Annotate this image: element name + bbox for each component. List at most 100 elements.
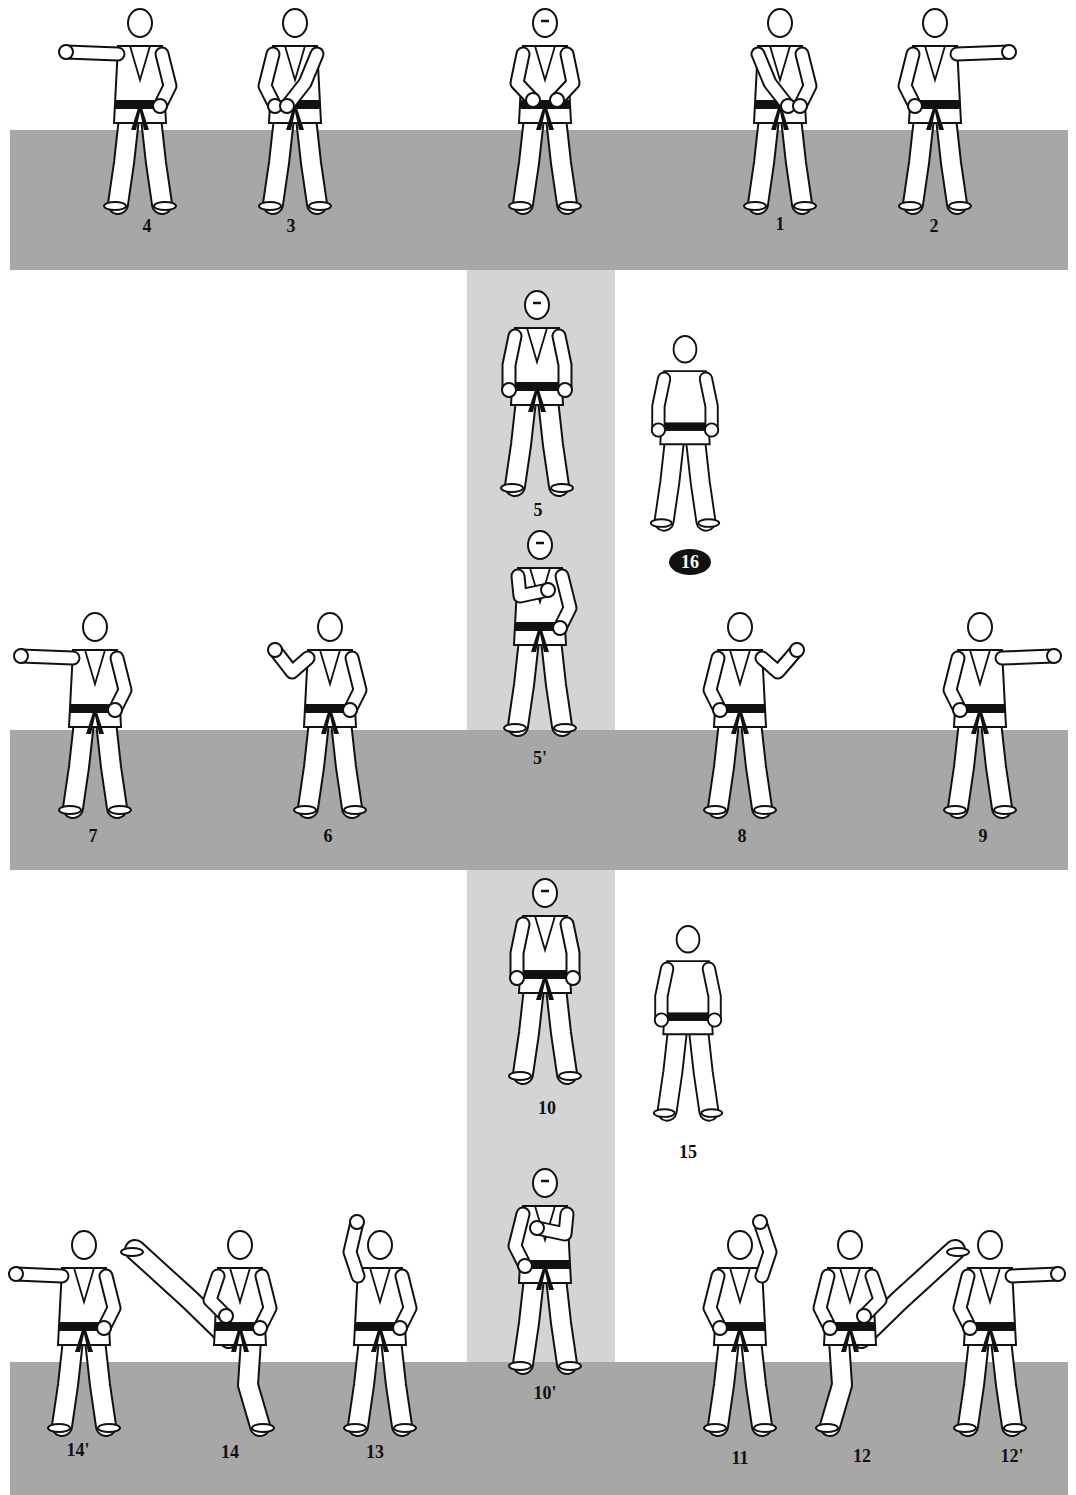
arm-outline — [661, 969, 667, 1020]
floor-band — [10, 730, 1068, 870]
fist — [713, 703, 727, 717]
leg-outline — [751, 722, 762, 808]
arm — [509, 336, 515, 390]
leg-outline — [106, 722, 117, 808]
step-number: 5' — [533, 749, 547, 767]
face-mark — [541, 1180, 549, 1183]
belt-knot — [531, 630, 549, 652]
foot — [704, 1424, 726, 1432]
belt-knot — [731, 712, 749, 734]
fist — [908, 99, 922, 113]
leg-outline — [248, 1340, 260, 1426]
belt-knot — [841, 1330, 859, 1352]
belt-knot — [86, 712, 104, 734]
head — [533, 1169, 557, 1197]
foot — [109, 806, 131, 814]
belt-knot — [231, 1330, 249, 1352]
lapel — [74, 1268, 94, 1302]
head — [525, 291, 549, 319]
lapel — [730, 650, 750, 684]
face-mark — [541, 890, 549, 893]
practitioner-figure — [651, 336, 719, 527]
head — [283, 9, 307, 37]
fist — [59, 45, 73, 59]
lapel — [230, 1268, 250, 1302]
belt-knot — [981, 1330, 999, 1352]
leg-outline — [758, 118, 769, 204]
lapel — [730, 1268, 750, 1302]
leg — [751, 1340, 762, 1426]
floor-band — [10, 1362, 1068, 1495]
leg — [556, 1278, 567, 1364]
leg — [991, 722, 1002, 808]
head — [677, 926, 700, 953]
foot — [754, 806, 776, 814]
leg-outline — [751, 1340, 762, 1426]
arm-outline — [567, 924, 573, 978]
practitioner-figure — [14, 613, 131, 814]
fist — [857, 1309, 871, 1323]
fist — [393, 1321, 407, 1335]
arm — [287, 54, 317, 106]
belt-knot — [731, 1330, 749, 1352]
head — [768, 9, 792, 37]
foot — [259, 202, 281, 210]
lapel — [925, 46, 945, 80]
foot — [48, 1424, 70, 1432]
arm — [709, 969, 715, 1020]
leg-outline — [62, 1340, 73, 1426]
foot — [344, 806, 366, 814]
head — [228, 1231, 252, 1259]
arm-outline — [559, 336, 565, 390]
leg-outline — [1001, 1340, 1012, 1426]
head — [318, 613, 342, 641]
leg-outline — [523, 1278, 534, 1364]
foot — [559, 202, 581, 210]
foot — [651, 519, 672, 527]
head — [978, 1231, 1002, 1259]
step-number: 7 — [89, 827, 98, 845]
leg — [556, 988, 567, 1074]
step-number: 11 — [731, 1449, 748, 1467]
fist — [558, 383, 572, 397]
leg — [551, 640, 562, 726]
foot — [954, 1424, 976, 1432]
leg-outline — [341, 722, 352, 808]
lapel — [535, 46, 555, 80]
step-number: 1 — [776, 215, 785, 233]
leg-outline — [718, 722, 729, 808]
fist — [963, 1321, 977, 1335]
fist — [108, 703, 122, 717]
practitioner-figure — [121, 1231, 274, 1432]
leg-outline — [946, 118, 957, 204]
leg — [718, 1340, 729, 1426]
practitioner-figure — [504, 531, 576, 732]
step-number: 12' — [1000, 1447, 1023, 1465]
lapel — [970, 650, 990, 684]
lapel — [840, 1268, 860, 1302]
leg — [958, 722, 969, 808]
foot — [944, 806, 966, 814]
leg — [308, 722, 319, 808]
leg — [358, 1340, 369, 1426]
practitioner-figure — [654, 926, 722, 1117]
leg — [946, 118, 957, 204]
lapel — [130, 46, 150, 80]
foot — [698, 519, 719, 527]
fist — [793, 99, 807, 113]
foot — [509, 202, 531, 210]
foot — [154, 202, 176, 210]
foot — [1004, 1424, 1026, 1432]
arm-outline — [350, 1222, 358, 1276]
step-number: 9 — [979, 827, 988, 845]
foot — [98, 1424, 120, 1432]
foot — [252, 1424, 274, 1432]
fist — [14, 649, 28, 663]
fist — [953, 703, 967, 717]
belt-knot — [321, 712, 339, 734]
head — [83, 613, 107, 641]
fist — [97, 1321, 111, 1335]
